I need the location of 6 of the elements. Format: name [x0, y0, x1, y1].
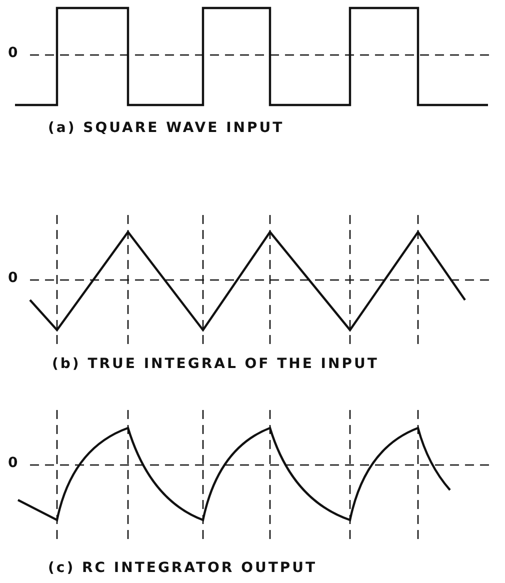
- caption: (c) RC INTEGRATOR OUTPUT: [48, 560, 318, 576]
- axis-zero-label: 0: [8, 270, 20, 286]
- caption: (a) SQUARE WAVE INPUT: [48, 120, 284, 136]
- axis-zero-label: 0: [8, 45, 20, 61]
- axis-zero-label: 0: [8, 455, 20, 471]
- caption: (b) TRUE INTEGRAL OF THE INPUT: [52, 356, 379, 372]
